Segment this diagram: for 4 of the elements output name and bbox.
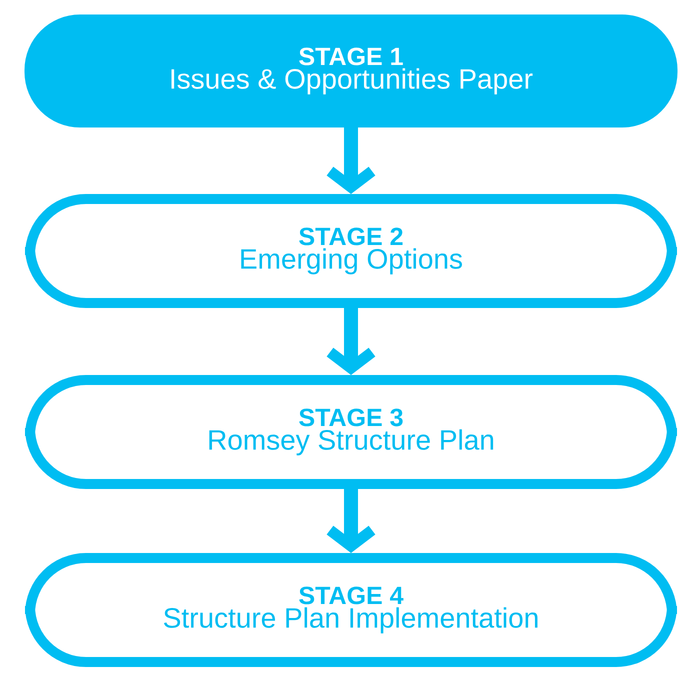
- stage-box: STAGE 3 Romsey Structure Plan: [25, 375, 677, 489]
- stage-box: STAGE 1 Issues & Opportunities Paper: [24, 14, 678, 128]
- stage-box: STAGE 2 Emerging Options: [25, 194, 677, 308]
- stage-box: STAGE 4 Structure Plan Implementation: [25, 553, 677, 667]
